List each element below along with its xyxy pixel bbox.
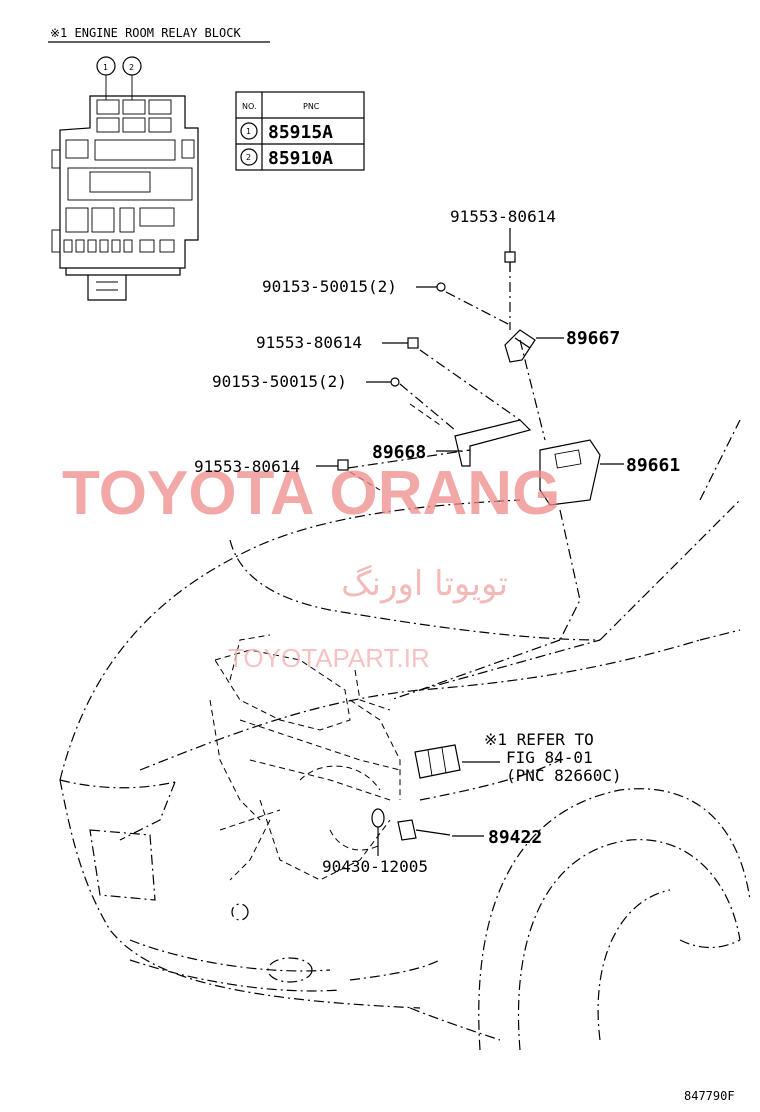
bolt-91553-top (504, 251, 516, 272)
relay-block-drawing: 1 2 (51, 56, 199, 301)
callout-label-2: 2 (129, 63, 134, 72)
sensor-89422 (397, 819, 451, 841)
pnc-table: NO. PNC 1 85915A 2 85910A (235, 91, 365, 171)
reference-line-1: ※1 REFER TO (484, 730, 594, 749)
reference-line-2: FIG 84-01 (506, 748, 593, 767)
label-90153-b: 90153-50015(2) (212, 372, 347, 391)
bolt-91553-mid (407, 337, 419, 349)
label-89668: 89668 (372, 442, 426, 463)
label-89661: 89661 (626, 455, 680, 476)
pnc-table-row-1-pnc: 85915A (268, 122, 333, 143)
screw-90153-b (390, 377, 400, 387)
label-90153-a: 90153-50015(2) (262, 277, 397, 296)
screw-90153-a (436, 282, 446, 292)
label-91553-mid: 91553-80614 (256, 333, 362, 352)
label-89422: 89422 (488, 827, 542, 848)
watermark-url: TOYOTAPART.IR (228, 643, 430, 673)
label-91553-low: 91553-80614 (194, 457, 300, 476)
pnc-table-header-no: NO. (242, 102, 257, 111)
watermark-persian: تویوتا اورنگ (341, 564, 508, 604)
callout-label-1: 1 (103, 63, 108, 72)
pnc-table-header-pnc: PNC (303, 102, 320, 111)
pnc-table-row-2-pnc: 85910A (268, 148, 333, 169)
label-90430: 90430-12005 (322, 857, 428, 876)
vehicle-outline (59, 419, 751, 1051)
label-91553-top: 91553-80614 (450, 207, 556, 226)
reference-line-3: (PNC 82660C) (506, 766, 622, 785)
bracket-89668 (454, 419, 532, 467)
header-title: ※1 ENGINE ROOM RELAY BLOCK (50, 26, 241, 40)
engine-outline (209, 634, 401, 881)
ecu-89661 (539, 439, 601, 506)
gasket-90430 (371, 808, 385, 856)
bolt-91553-low (337, 459, 349, 471)
figure-code: 847790F (684, 1089, 735, 1103)
relay-block-part (414, 744, 461, 779)
watermark-brand: TOYOTA ORANG (62, 459, 560, 528)
label-89667: 89667 (566, 328, 620, 349)
bracket-89667 (504, 329, 536, 363)
label-leaders (316, 228, 624, 837)
pnc-table-row-2-no: 2 (246, 153, 251, 162)
pnc-table-row-1-no: 1 (246, 127, 251, 136)
routing-lines (347, 262, 581, 701)
